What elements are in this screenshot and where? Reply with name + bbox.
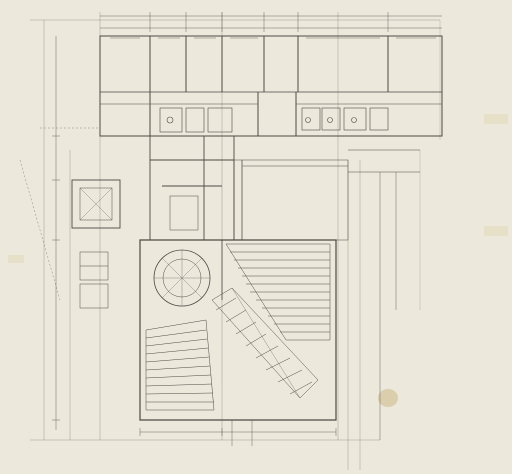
seating-upper: [225, 243, 331, 341]
left-service-rooms: [79, 251, 109, 309]
sanitary-rooms: [159, 107, 389, 133]
tape-mark: [484, 226, 508, 236]
auditorium-outline: [139, 239, 337, 421]
right-wall: [379, 172, 397, 440]
bottom-dimension-chain: [139, 420, 337, 446]
left-dimension-chain: [52, 36, 60, 430]
stain-spot: [378, 389, 398, 407]
top-dimension-chain: [100, 12, 442, 32]
office-wing: [99, 35, 443, 137]
courtyard: [241, 149, 420, 241]
leader-lines: [19, 127, 100, 301]
tape-mark: [484, 114, 508, 124]
seating-lower: [145, 319, 215, 411]
central-block: [149, 135, 243, 241]
left-stair-tower: [71, 179, 121, 229]
grid-lines: [30, 12, 440, 470]
right-column: [419, 20, 441, 310]
seating-fan: [211, 287, 319, 399]
tape-mark: [8, 255, 24, 263]
paper-stains: [8, 114, 508, 407]
spiral-stair: [153, 249, 211, 307]
